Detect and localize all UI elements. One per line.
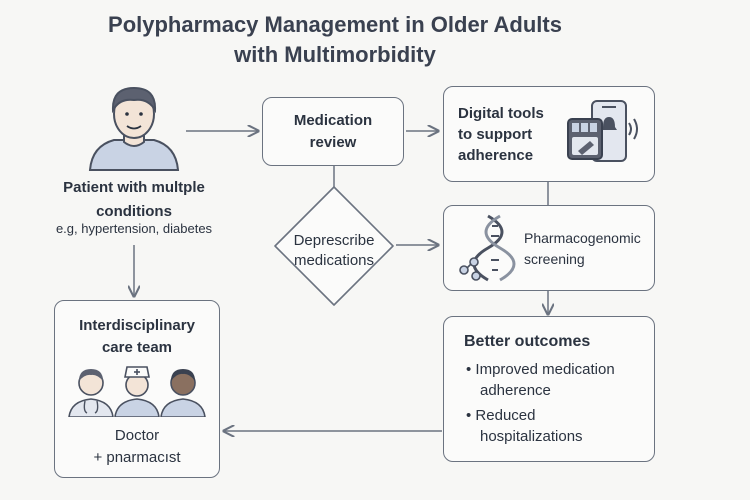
digital-tools-line-3: adherence [458, 147, 534, 164]
care-team-members-line-2: + pnarmacıst [93, 449, 181, 466]
care-team-box: Interdisciplinary care team Doctor + pna… [54, 300, 220, 478]
deprescribe-line-1: Deprescribe [293, 232, 375, 249]
medication-review-line-1: Medication [293, 112, 373, 129]
medication-review-box: Medication review [262, 97, 404, 166]
outcome-2-line-1: Reduced [475, 407, 536, 424]
digital-tools-box: Digital tools to support adherence [443, 86, 655, 182]
bullet-icon: • [466, 361, 476, 378]
pharmacogenomic-line-1: Pharmacogenomic [524, 230, 641, 246]
deprescribe-diamond [274, 186, 394, 306]
outcome-1-line-1: Improved medication [475, 361, 615, 378]
patient-label-line-1: Patient with multple [63, 179, 205, 196]
patient-avatar-icon [88, 86, 180, 171]
care-team-members-line-1: Doctor [114, 427, 160, 444]
deprescribe-label: Deprescribe medications [272, 231, 396, 271]
patient-example: e.g, hypertension, diabetes [55, 221, 213, 236]
outcomes-item-1: • Improved medication adherence [466, 359, 615, 401]
title-line-2: with Multimorbidity [234, 42, 436, 67]
pharmacogenomic-line-2: screening [524, 251, 585, 267]
outcomes-title: Better outcomes [464, 333, 591, 350]
medication-review-line-2: review [309, 134, 357, 151]
care-team-title-line-1: Interdisciplinary [79, 317, 195, 334]
pharmacogenomic-box: Pharmacogenomic screening [443, 205, 655, 291]
title-line-1: Polypharmacy Management in Older Adults [108, 12, 562, 37]
patient-label: Patient with multple conditions [30, 176, 238, 224]
patient-label-line-2: conditions [96, 203, 172, 220]
deprescribe-line-2: medications [293, 252, 375, 269]
digital-tools-line-1: Digital tools [458, 105, 544, 122]
dna-helix-icon [459, 214, 516, 282]
outcomes-item-2: • Reduced hospitalizations [466, 405, 583, 447]
better-outcomes-box: Better outcomes • Improved medication ad… [443, 316, 655, 462]
outcome-1-line-2: adherence [480, 382, 551, 399]
pillbox-phone-icon [567, 100, 638, 162]
care-team-title-line-2: care team [101, 339, 173, 356]
care-team-people-icon [68, 366, 206, 417]
diagram-title: Polypharmacy Management in Older Adults … [0, 10, 670, 70]
digital-tools-line-2: to support [458, 126, 533, 143]
bullet-icon: • [466, 407, 476, 424]
outcome-2-line-2: hospitalizations [480, 428, 583, 445]
